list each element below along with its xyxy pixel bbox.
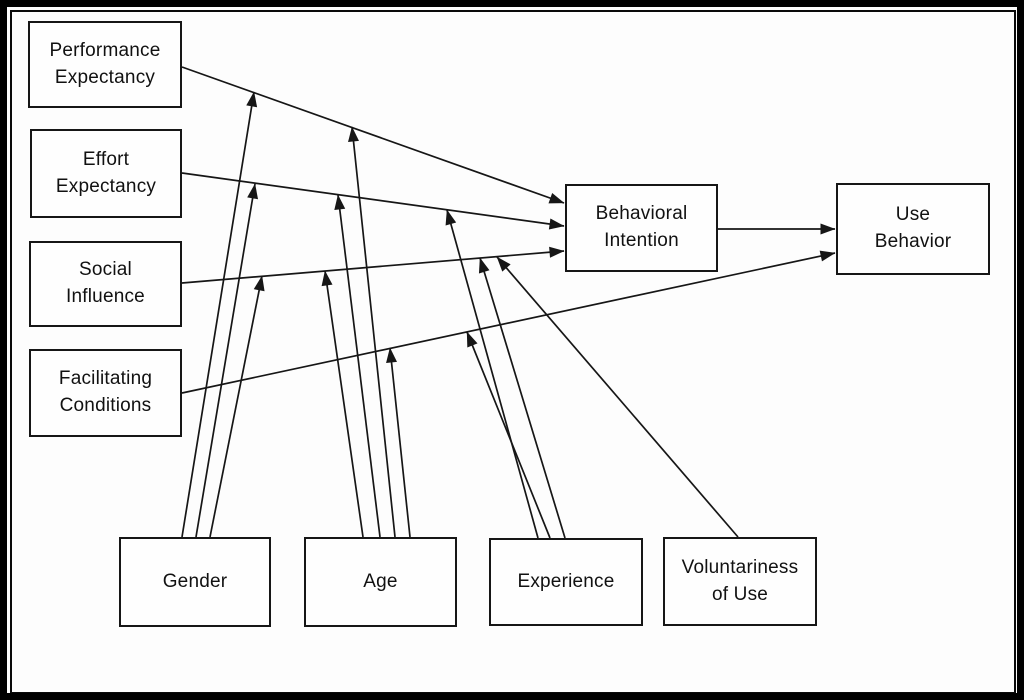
- arrow-age-to-fc_ub: [386, 347, 411, 538]
- node-label: Facilitating Conditions: [58, 368, 153, 416]
- node-behavioral-intention: Behavioral Intention: [565, 184, 718, 272]
- node-label: Use Behavior: [874, 204, 952, 252]
- arrow-age-to-ee_bi: [334, 194, 381, 538]
- node-voluntariness-of-use: Voluntariness of Use: [663, 537, 817, 626]
- arrow-experience-to-si_bi: [478, 257, 566, 539]
- node-label: Gender: [162, 570, 228, 592]
- node-label: Effort Expectancy: [55, 148, 157, 197]
- arrow-social_influence-to-behavioral_intention: [181, 246, 565, 284]
- node-label: Behavioral Intention: [595, 203, 688, 251]
- node-label: Age: [363, 570, 398, 592]
- arrow-voluntariness_of_use-to-si_bi: [496, 256, 739, 538]
- node-age: Age: [304, 537, 457, 627]
- node-label: Performance Expectancy: [49, 39, 161, 88]
- arrow-facilitating_conditions-to-use_behavior: [181, 250, 836, 394]
- node-label: Social Influence: [66, 259, 145, 307]
- arrow-effort_expectancy-to-behavioral_intention: [181, 172, 565, 230]
- node-performance-expectancy: Performance Expectancy: [28, 21, 182, 108]
- arrow-experience-to-ee_bi: [445, 209, 539, 539]
- node-social-influence: Social Influence: [29, 241, 182, 327]
- arrow-experience-to-fc_ub: [466, 331, 551, 539]
- node-label: Experience: [517, 570, 615, 592]
- arrow-gender-to-si_bi: [209, 275, 265, 538]
- node-facilitating-conditions: Facilitating Conditions: [29, 349, 182, 437]
- arrow-gender-to-ee_bi: [195, 183, 259, 538]
- node-experience: Experience: [489, 538, 643, 626]
- arrow-age-to-pe_bi: [348, 126, 396, 538]
- node-label: Voluntariness of Use: [681, 556, 799, 605]
- node-effort-expectancy: Effort Expectancy: [30, 129, 182, 218]
- arrow-gender-to-pe_bi: [181, 91, 258, 538]
- arrow-age-to-si_bi: [321, 270, 364, 538]
- node-gender: Gender: [119, 537, 271, 627]
- node-use-behavior: Use Behavior: [836, 183, 990, 275]
- arrow-performance_expectancy-to-behavioral_intention: [181, 66, 565, 204]
